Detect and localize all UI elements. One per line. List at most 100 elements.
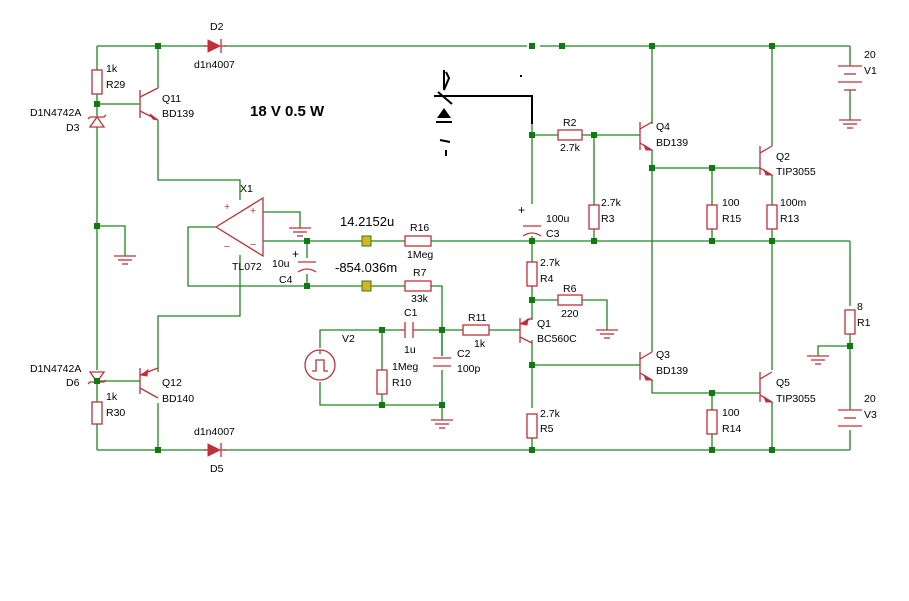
resistor-r29 (91, 69, 103, 95)
q2-ref: Q2 (776, 151, 790, 163)
r29-ref: R29 (106, 79, 125, 91)
svg-text:−: − (250, 239, 256, 251)
d2-ref: D2 (210, 21, 224, 33)
c4-value: 10u (272, 258, 290, 270)
r29-value: 1k (106, 63, 118, 75)
r5-value: 2.7k (540, 408, 561, 420)
transistor-q5 (759, 371, 774, 403)
c4-ref: C4 (279, 274, 293, 286)
q12-ref: Q12 (162, 377, 182, 389)
v1-ref: V1 (864, 65, 877, 77)
r2-ref: R2 (563, 117, 577, 129)
resistor-r13 (766, 204, 778, 230)
r5-ref: R5 (540, 423, 554, 435)
junction-dots (94, 43, 853, 453)
r6-ref: R6 (563, 283, 577, 295)
resistor-r10 (376, 369, 388, 395)
r30-value: 1k (106, 391, 118, 403)
resistor-r3 (588, 204, 600, 230)
r15-value: 100 (722, 197, 740, 209)
r4-value: 2.7k (540, 257, 561, 269)
probe-1 (361, 235, 372, 247)
r11-ref: R11 (468, 312, 487, 324)
q3-ref: Q3 (656, 349, 670, 361)
r1-ref: R1 (857, 317, 871, 329)
diode-d5 (204, 443, 226, 457)
probe-2 (361, 280, 372, 292)
resistor-r4 (526, 261, 538, 287)
d3-ref: D3 (66, 122, 80, 134)
capacitor-c4: + (292, 247, 317, 273)
freehand-sketch (434, 70, 533, 156)
x1-value: TL072 (232, 261, 262, 273)
c3-ref: C3 (546, 228, 560, 240)
resistor-r6 (557, 294, 583, 306)
transistor-q3 (639, 351, 654, 381)
q3-value: BD139 (656, 365, 688, 377)
q5-value: TIP3055 (776, 393, 816, 405)
q4-ref: Q4 (656, 121, 670, 133)
c2-ref: C2 (457, 348, 471, 360)
svg-text:+: + (518, 203, 525, 217)
r10-value: 1Meg (392, 361, 418, 373)
transistor-q2 (759, 145, 774, 176)
source-v2 (304, 349, 336, 381)
resistor-r1 (844, 309, 856, 335)
probe-2-value: -854.036m (335, 260, 397, 275)
q1-value: BC560C (537, 333, 577, 345)
v3-ref: V3 (864, 409, 877, 421)
r11-value: 1k (474, 338, 486, 350)
diode-d2 (204, 39, 226, 53)
svg-text:+: + (250, 205, 256, 217)
svg-text:−: − (224, 241, 230, 253)
d6-value: D1N4742A (30, 363, 81, 375)
r3-value: 2.7k (601, 197, 622, 209)
battery-v1 (838, 65, 862, 91)
wires (96, 45, 851, 451)
v1-value: 20 (864, 49, 876, 61)
svg-text:+: + (292, 247, 299, 261)
capacitor-c1 (400, 322, 418, 338)
q11-ref: Q11 (162, 93, 181, 105)
r6-value: 220 (561, 308, 579, 320)
resistor-r15 (706, 204, 718, 230)
q12-value: BD140 (162, 393, 194, 405)
resistor-r16 (404, 235, 432, 247)
d2-value: d1n4007 (194, 59, 235, 71)
transistor-q12 (139, 367, 159, 399)
c3-value: 100u (546, 213, 570, 225)
battery-v3 (838, 409, 862, 427)
capacitor-c2 (433, 357, 451, 367)
q5-ref: Q5 (776, 377, 790, 389)
c1-ref: C1 (404, 307, 418, 319)
r16-ref: R16 (410, 222, 429, 234)
d5-ref: D5 (210, 463, 224, 475)
v2-ref: V2 (342, 333, 355, 345)
probe-1-value: 14.2152u (340, 214, 394, 229)
d3-value: D1N4742A (30, 107, 81, 119)
transistor-q1 (519, 317, 533, 344)
capacitor-c3: + (518, 203, 542, 237)
r14-value: 100 (722, 407, 740, 419)
q11-value: BD139 (162, 108, 194, 120)
q1-ref: Q1 (537, 318, 551, 330)
resistor-r7 (404, 280, 432, 292)
resistor-r30 (91, 401, 103, 425)
r10-ref: R10 (392, 377, 411, 389)
svg-text:+: + (224, 201, 230, 213)
q2-value: TIP3055 (776, 166, 816, 178)
r13-ref: R13 (780, 213, 799, 225)
resistor-r2 (557, 129, 583, 141)
d5-value: d1n4007 (194, 426, 235, 438)
resistor-r5 (526, 413, 538, 439)
v3-value: 20 (864, 393, 876, 405)
r30-ref: R30 (106, 407, 125, 419)
q4-value: BD139 (656, 137, 688, 149)
r3-ref: R3 (601, 213, 615, 225)
x1-ref: X1 (240, 183, 253, 195)
opamp-x1: + − + − (214, 196, 264, 258)
r1-value: 8 (857, 301, 863, 313)
r4-ref: R4 (540, 273, 554, 285)
r7-value: 33k (411, 293, 429, 305)
